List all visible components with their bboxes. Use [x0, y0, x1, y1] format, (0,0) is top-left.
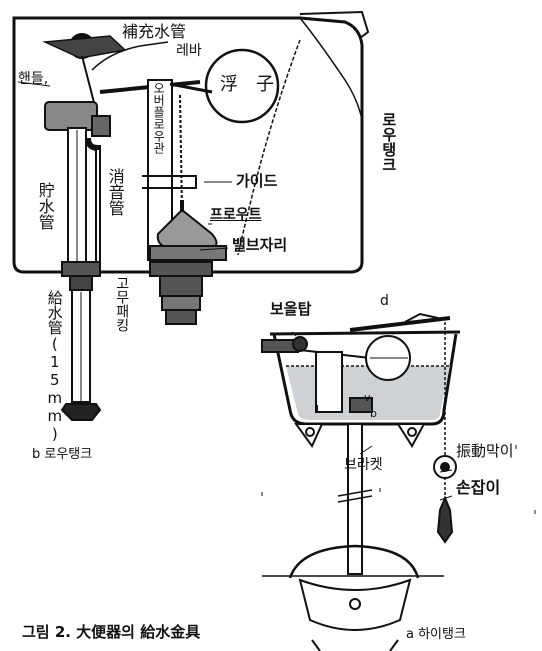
label-mark-b: b — [370, 407, 377, 420]
lift-chain — [179, 94, 183, 211]
bottom-nut-right — [149, 261, 213, 277]
tank-side-wall — [299, 17, 363, 121]
label-rubber-packing: 고무패킹 — [113, 276, 130, 332]
high-lever — [349, 316, 451, 332]
toilet-bowl — [288, 544, 420, 579]
low-tank-outline — [12, 16, 364, 274]
label-lever: 레바 — [176, 43, 202, 59]
high-overflow — [315, 351, 343, 413]
label-handle: 핸들, — [18, 71, 49, 87]
flush-outlet — [161, 295, 201, 311]
label-silencer-pipe: 消音管 — [105, 168, 125, 216]
caption-b: b 로우탱크 — [32, 447, 93, 462]
guide-bracket — [142, 175, 197, 189]
ball-tap-body — [44, 101, 98, 131]
caption-a: a 하이탱크 — [406, 627, 466, 642]
refill-tube — [91, 41, 169, 71]
tank-lid — [299, 10, 370, 39]
label-float-ball: 浮 子 — [220, 74, 274, 95]
label-mark-v: v — [364, 391, 371, 404]
label-storage-pipe: 貯水管 — [35, 182, 55, 230]
label-guide: 가이드 — [236, 172, 278, 190]
label-overflow-pipe: 오버플로우관 — [151, 82, 166, 154]
stop-valve-handle — [60, 403, 102, 421]
label-bracket: 브라켓 — [344, 457, 383, 473]
silencer-pipe — [85, 137, 101, 262]
label-mark-l: l — [316, 403, 320, 416]
float-ball — [204, 48, 280, 124]
high-tank-lid — [269, 330, 461, 336]
label-valve-seat: 밸브자리 — [232, 236, 288, 254]
label-mark-d: d — [380, 293, 389, 309]
high-tank-outline — [272, 333, 458, 426]
label-low-tank: 로우탱크 — [379, 112, 398, 172]
valve-seat — [149, 245, 227, 261]
label-float-valve: 프로우트 — [210, 207, 262, 223]
bottom-nut-left — [61, 261, 101, 277]
float-arm — [169, 82, 213, 94]
figure-caption: 그림 2. 大便器의 給水金具 — [22, 623, 201, 641]
label-vibration-stopper: 振動막이 — [456, 442, 514, 460]
label-supply-pipe: 給水管(15mm) — [45, 290, 64, 443]
label-pull-handle: 손잡이 — [456, 478, 501, 497]
high-valve — [349, 397, 373, 413]
label-ball-tap: 보올탑 — [270, 300, 312, 318]
pull-handle-device — [436, 495, 454, 544]
handle-pull-chain — [237, 39, 301, 256]
label-refill-tube: 補充水管 — [122, 22, 187, 41]
